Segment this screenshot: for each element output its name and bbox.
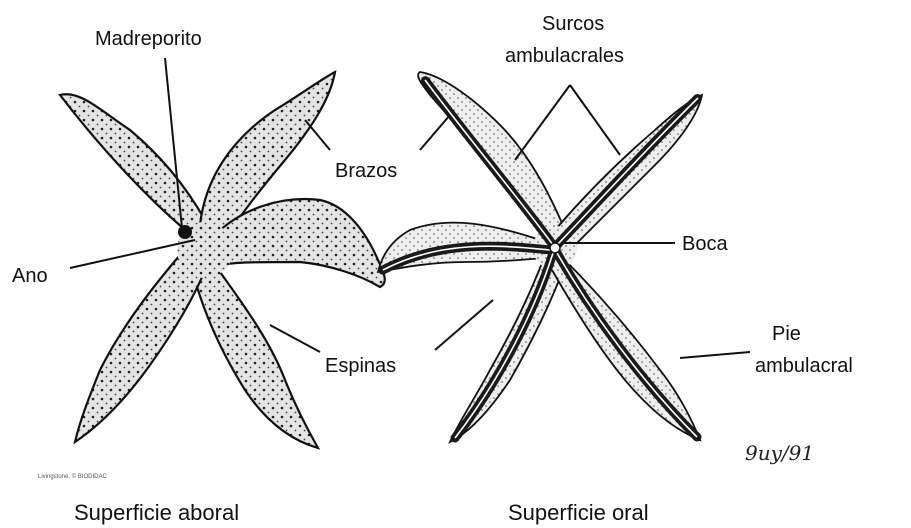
madreporite xyxy=(178,225,192,239)
leader-brazos-left xyxy=(305,120,330,150)
leader-espinas-right xyxy=(435,300,493,350)
leader-brazos-right xyxy=(420,115,450,150)
mouth xyxy=(550,243,560,253)
leader-pie xyxy=(680,352,750,358)
label-madreporito: Madreporito xyxy=(95,28,202,50)
label-surcos-line2: ambulacrales xyxy=(505,45,624,67)
aboral-arm-upper-left xyxy=(60,94,205,238)
leader-espinas-left xyxy=(270,325,320,352)
signature: 9uy/91 xyxy=(745,441,814,465)
credit: Livingstone, © BIODIDAC xyxy=(38,473,107,480)
label-pie-line1: Pie xyxy=(772,323,801,345)
caption-aboral: Superficie aboral xyxy=(74,500,239,525)
label-surcos-line1: Surcos xyxy=(542,13,604,35)
label-pie-line2: ambulacral xyxy=(755,355,853,377)
label-ano: Ano xyxy=(12,265,48,287)
leader-surcos-right xyxy=(570,85,620,155)
label-brazos: Brazos xyxy=(335,160,397,182)
aboral-arm-lower-right xyxy=(195,265,318,448)
leader-surcos-left xyxy=(515,85,570,160)
caption-oral: Superficie oral xyxy=(508,500,649,525)
label-boca: Boca xyxy=(682,233,728,255)
aboral-arm-lower-left xyxy=(75,255,205,442)
label-espinas: Espinas xyxy=(325,355,396,377)
